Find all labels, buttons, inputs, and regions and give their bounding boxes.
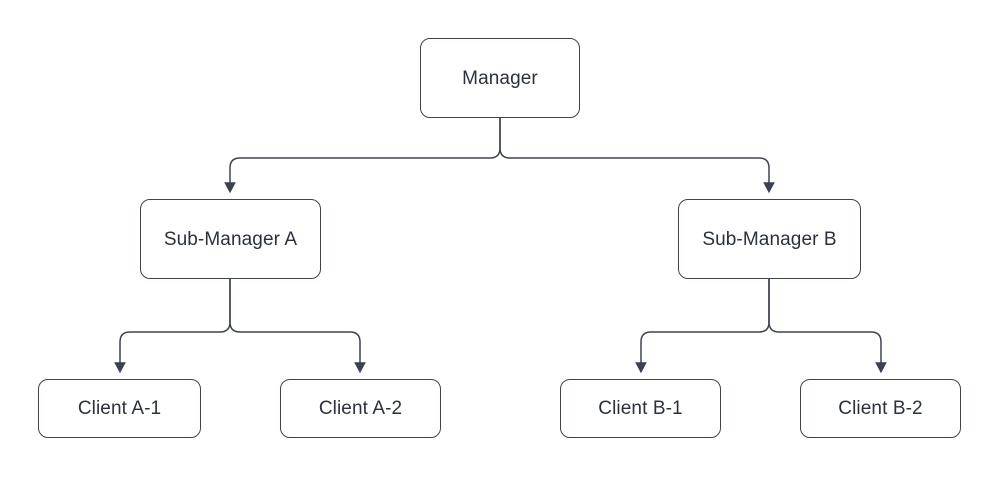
node-client-a-1[interactable]: Client A-1 (38, 379, 201, 438)
node-client-b-1-label: Client B-1 (598, 398, 683, 419)
node-client-a-2[interactable]: Client A-2 (280, 379, 441, 438)
node-sub-manager-b-label: Sub-Manager B (702, 228, 837, 250)
node-client-b-2[interactable]: Client B-2 (800, 379, 961, 438)
node-client-b-1[interactable]: Client B-1 (560, 379, 721, 438)
node-client-b-2-label: Client B-2 (838, 398, 923, 419)
edge-manager-to-sub-b (499, 117, 775, 194)
edge-sub-b-to-client-b1 (635, 278, 770, 374)
edge-sub-a-to-client-a1 (114, 278, 231, 374)
node-sub-manager-a-label: Sub-Manager A (163, 228, 298, 250)
node-client-a-2-label: Client A-2 (318, 398, 403, 419)
edge-manager-to-sub-a (224, 117, 501, 194)
node-manager[interactable]: Manager (420, 38, 580, 118)
edge-sub-a-to-client-a2 (229, 278, 366, 374)
node-sub-manager-a[interactable]: Sub-Manager A (140, 199, 321, 279)
node-client-a-1-label: Client A-1 (77, 398, 162, 419)
node-manager-label: Manager (462, 67, 538, 89)
edge-sub-b-to-client-b2 (768, 278, 887, 374)
node-sub-manager-b[interactable]: Sub-Manager B (678, 199, 861, 279)
